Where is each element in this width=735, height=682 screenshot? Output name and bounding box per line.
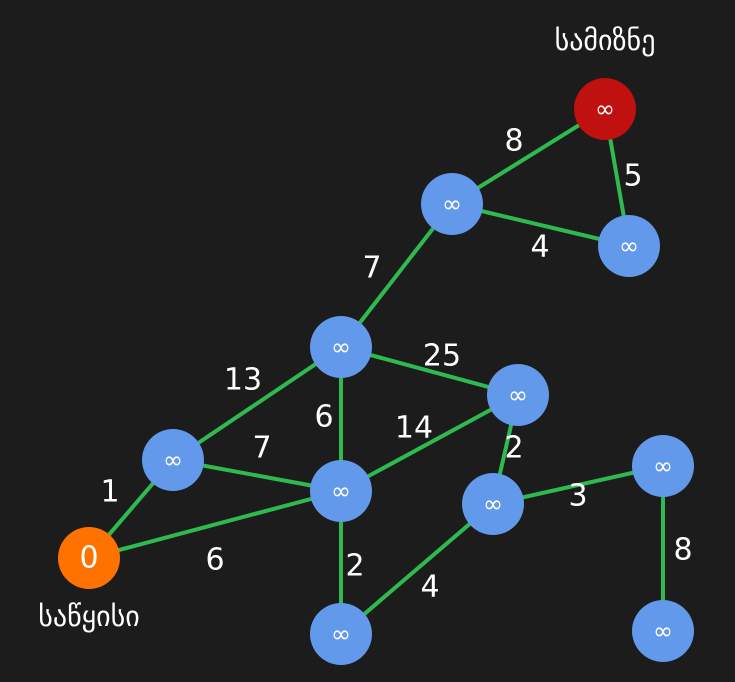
edge-weight-C-D: 2	[345, 549, 364, 584]
node-circle-I	[632, 600, 694, 662]
node-circle-A	[58, 527, 120, 589]
edges-layer	[87, 107, 665, 636]
node-circle-L	[574, 78, 636, 140]
nodes-layer: 0 ∞ ∞ ∞ ∞ ∞ ∞ ∞ ∞ ∞ ∞ ∞	[58, 78, 694, 665]
node-circle-J	[421, 173, 483, 235]
node-circle-B	[142, 429, 204, 491]
node-circle-E	[310, 316, 372, 378]
node-value-A: 0	[79, 541, 98, 576]
edge-weight-B-E: 13	[224, 363, 262, 398]
graph-node-G: ∞	[462, 473, 524, 535]
graph-node-A: 0	[58, 527, 120, 589]
edge-weight-A-B: 1	[100, 475, 119, 510]
graph-node-L: ∞	[574, 78, 636, 140]
start-label: საწყისი	[38, 600, 139, 633]
node-value-E: ∞	[331, 333, 351, 361]
node-value-D: ∞	[331, 620, 351, 648]
edge-weight-C-F: 14	[395, 411, 433, 446]
edge-C-F	[340, 393, 519, 493]
node-circle-D	[310, 603, 372, 665]
edge-weight-D-G: 4	[420, 570, 439, 605]
edge-weight-E-J: 7	[362, 251, 381, 286]
edge-weight-L-K: 5	[623, 159, 642, 194]
edge-weight-A-C: 6	[205, 543, 224, 578]
graph-node-F: ∞	[487, 364, 549, 426]
node-circle-K	[598, 215, 660, 277]
node-value-G: ∞	[483, 490, 503, 518]
node-value-C: ∞	[331, 477, 351, 505]
node-value-B: ∞	[163, 446, 183, 474]
node-value-I: ∞	[653, 617, 673, 645]
graph-node-I: ∞	[632, 600, 694, 662]
node-circle-C	[310, 460, 372, 522]
graph-node-E: ∞	[310, 316, 372, 378]
node-value-H: ∞	[653, 452, 673, 480]
graph-node-D: ∞	[310, 603, 372, 665]
edge-weight-H-I: 8	[673, 533, 692, 568]
node-circle-F	[487, 364, 549, 426]
graph-node-K: ∞	[598, 215, 660, 277]
node-circle-H	[632, 435, 694, 497]
end-label: სამიზნე	[555, 24, 656, 57]
graph-node-C: ∞	[310, 460, 372, 522]
node-value-K: ∞	[619, 232, 639, 260]
edge-weight-F-G: 2	[504, 431, 523, 466]
graph-node-J: ∞	[421, 173, 483, 235]
graph-node-B: ∞	[142, 429, 204, 491]
edge-weight-B-C: 7	[252, 431, 271, 466]
edge-A-C	[88, 489, 342, 560]
node-value-F: ∞	[508, 381, 528, 409]
node-circle-G	[462, 473, 524, 535]
edge-weight-C-E: 6	[314, 400, 333, 435]
edge-weights-layer: 1 6 7 13 6 14 2 25 7 2 4 3 8 8 4 5	[100, 124, 692, 605]
edge-weight-E-F: 25	[423, 339, 461, 374]
edge-weight-J-L: 8	[504, 124, 523, 159]
node-value-J: ∞	[442, 190, 462, 218]
graph-node-H: ∞	[632, 435, 694, 497]
edge-weight-J-K: 4	[530, 230, 549, 265]
edge-D-G	[339, 502, 495, 636]
edge-B-E	[171, 345, 343, 462]
node-value-L: ∞	[595, 95, 615, 123]
edge-weight-G-H: 3	[568, 479, 587, 514]
